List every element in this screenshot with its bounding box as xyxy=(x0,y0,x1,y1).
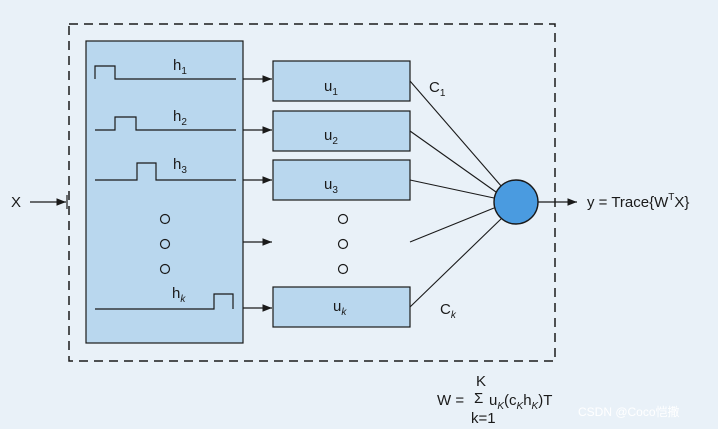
formula-sigma: Σ xyxy=(474,390,483,407)
unit-2-label: u2 xyxy=(324,127,338,147)
connection-line xyxy=(409,207,495,243)
filter-3-label: h3 xyxy=(173,156,187,176)
connection-line xyxy=(409,217,503,308)
connection-line xyxy=(409,130,497,193)
filter-ellipsis-dot xyxy=(159,213,171,225)
unit-box-3 xyxy=(272,159,411,201)
weight-k-label: Ck xyxy=(440,301,457,321)
filter-1-label: h1 xyxy=(173,57,187,77)
filter-2-label: h2 xyxy=(173,108,187,128)
unit-box-k xyxy=(272,286,411,328)
filter-k-waveform xyxy=(95,293,234,310)
formula-lhs: W = xyxy=(437,392,464,409)
filter-2-waveform xyxy=(95,116,236,131)
filter-k-label: hk xyxy=(172,285,186,305)
formula-body: uK(cKhK)T xyxy=(489,392,552,412)
filter-ellipsis-dot xyxy=(159,263,171,275)
weight-1-label: C1 xyxy=(429,79,446,99)
unit-box-1 xyxy=(272,60,411,102)
connection-line xyxy=(409,80,503,188)
output-label: y = Trace{WTX} xyxy=(587,192,689,211)
unit-1-label: u1 xyxy=(324,78,338,98)
watermark: CSDN @Coco恺撒 xyxy=(578,404,680,419)
unit-box-2 xyxy=(272,110,411,152)
unit-ellipsis-dot xyxy=(337,263,349,275)
filter-bank-box xyxy=(85,40,244,344)
weight-formula: K W = Σ uK(cKhK)T k=1 xyxy=(437,373,552,427)
summation-node xyxy=(493,179,539,225)
unit-ellipsis-dot xyxy=(337,238,349,250)
system-boundary xyxy=(68,23,556,362)
connection-line xyxy=(409,179,495,199)
filter-1-waveform xyxy=(94,65,236,80)
unit-3-label: u3 xyxy=(324,176,338,196)
input-label: X xyxy=(11,194,21,211)
formula-upper-limit: K xyxy=(476,373,486,390)
formula-lower-limit: k=1 xyxy=(471,410,496,427)
filter-3-waveform xyxy=(95,162,236,181)
filter-ellipsis-dot xyxy=(159,238,171,250)
unit-ellipsis-dot xyxy=(337,213,349,225)
unit-k-label: uk xyxy=(333,298,347,318)
